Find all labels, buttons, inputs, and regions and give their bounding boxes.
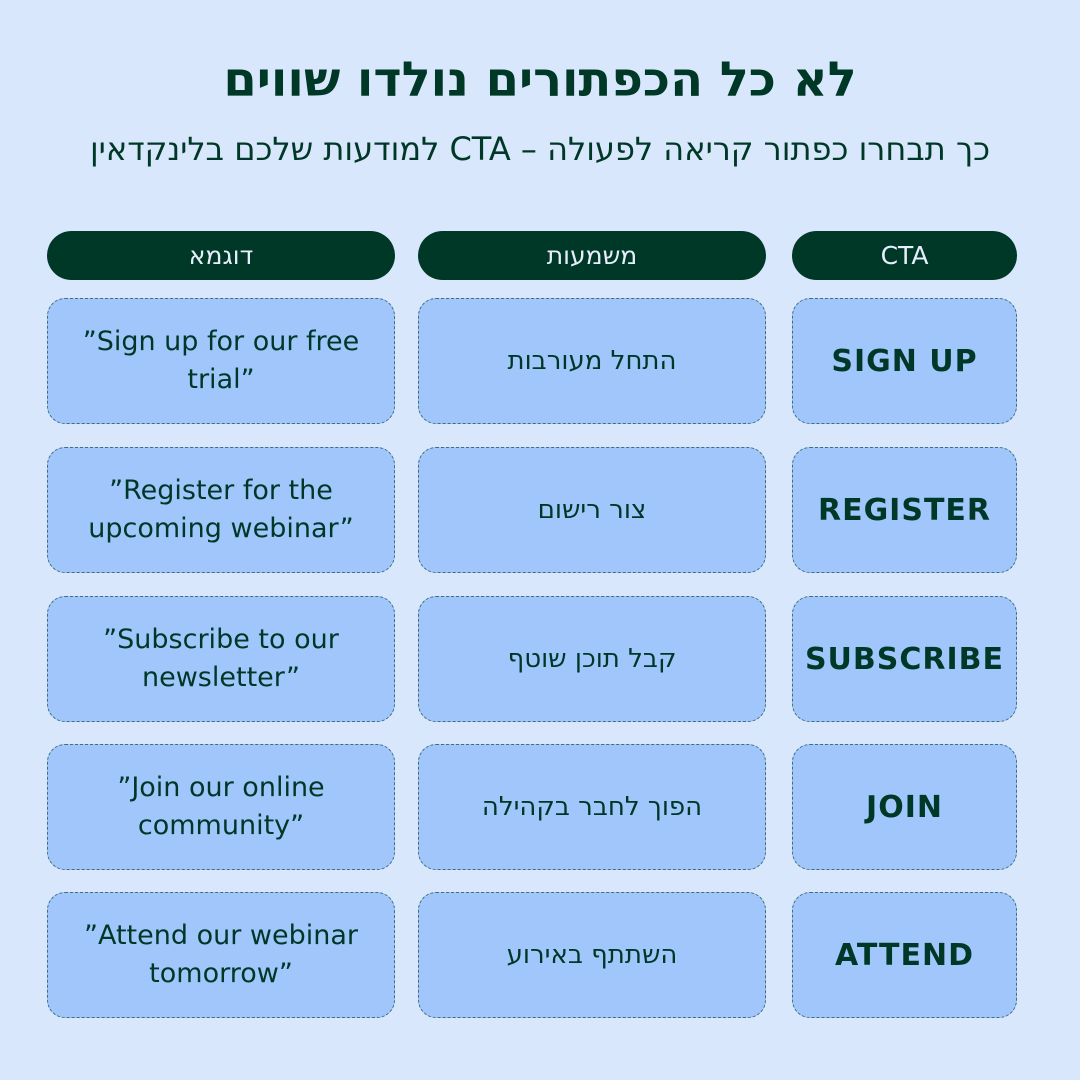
cell-example: ”Register for the upcoming webinar” [47,447,395,573]
cell-cta: REGISTER [792,447,1017,573]
cell-cta: SUBSCRIBE [792,596,1017,722]
header-cta: CTA [792,231,1017,280]
cell-example: ”Sign up for our free trial” [47,298,395,424]
cell-meaning: התחל מעורבות [418,298,766,424]
cell-example: ”Subscribe to our newsletter” [47,596,395,722]
cell-meaning: צור רישום [418,447,766,573]
cell-cta: JOIN [792,744,1017,870]
header-example: דוגמא [47,231,395,280]
page-subtitle: כך תבחרו כפתור קריאה לפעולה – CTA למודעו… [89,130,991,168]
cell-meaning: קבל תוכן שוטף [418,596,766,722]
cell-example: ”Join our online community” [47,744,395,870]
cell-example: ”Attend our webinar tomorrow” [47,892,395,1018]
header-meaning: משמעות [418,231,766,280]
page-title: לא כל הכפתורים נולדו שווים [223,52,857,108]
cell-meaning: הפוך לחבר בקהילה [418,744,766,870]
cell-cta: SIGN UP [792,298,1017,424]
cell-cta: ATTEND [792,892,1017,1018]
cell-meaning: השתתף באירוע [418,892,766,1018]
